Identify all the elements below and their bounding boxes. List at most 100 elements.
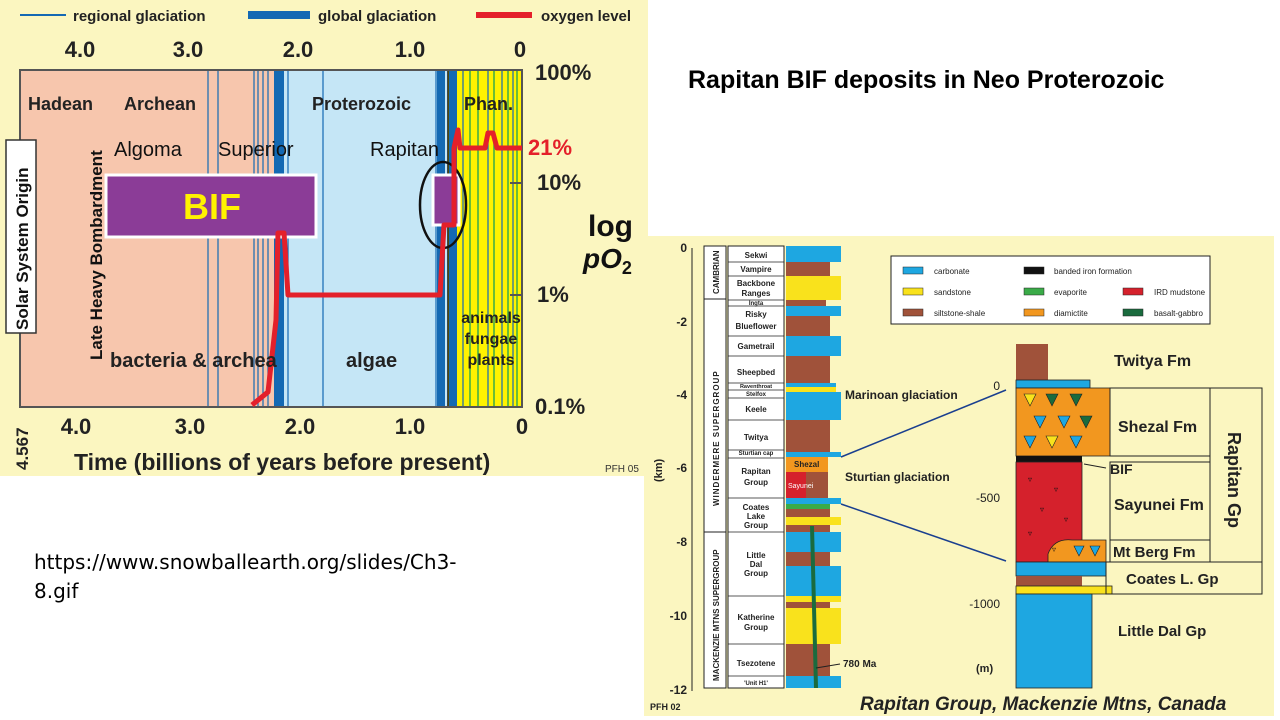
bottom-tick-2: 2.0 xyxy=(285,414,316,439)
svg-text:-1000: -1000 xyxy=(969,597,1000,611)
life-fungae: fungae xyxy=(465,331,518,348)
bottom-tick-4: 4.0 xyxy=(61,414,92,439)
svg-text:-2: -2 xyxy=(676,315,687,329)
fm-twitya: Twitya Fm xyxy=(1114,353,1191,370)
column-sayunei: Sayunei xyxy=(788,483,814,490)
unit-risky: Risky xyxy=(745,310,767,319)
life-animals: animals xyxy=(461,310,521,327)
mtberg-clasts xyxy=(1073,545,1101,557)
fm-bif: BIF xyxy=(1110,461,1133,477)
unit-ingta: Ingta xyxy=(749,301,764,307)
eon-hadean: Hadean xyxy=(28,94,93,114)
legend-regional-label: regional glaciation xyxy=(73,8,206,25)
bottom-axis-ticks: 4.0 3.0 2.0 1.0 0 xyxy=(61,414,528,439)
unit-katherine-2: Group xyxy=(744,623,768,632)
life-bacteria: bacteria & archea xyxy=(110,350,278,372)
current-oxygen-label: 21% xyxy=(528,135,572,160)
svg-text:-8: -8 xyxy=(676,535,687,549)
right-credit: PFH 02 xyxy=(650,702,681,712)
unit-rapitan: Rapitan xyxy=(741,467,770,476)
age-780-label: 780 Ma xyxy=(843,659,877,670)
solar-origin-label: Solar System Origin xyxy=(13,168,32,331)
fm-shezal: Shezal Fm xyxy=(1118,419,1197,436)
detail-unit: (m) xyxy=(976,663,993,675)
svg-text:-10: -10 xyxy=(670,609,688,623)
legend-oxygen-label: oxygen level xyxy=(541,8,631,25)
shezal-clasts xyxy=(1023,393,1093,449)
legend-bif: banded iron formation xyxy=(1054,267,1132,276)
unit-tsezotene: Tsezotene xyxy=(737,659,776,668)
tick-1: 1% xyxy=(537,282,569,307)
bombardment-label: Late Heavy Bombardment xyxy=(87,150,106,360)
svg-text:▿: ▿ xyxy=(1064,515,1068,524)
fm-mtberg: Mt Berg Fm xyxy=(1113,544,1196,561)
unit-raventhroat: Raventhroat xyxy=(740,384,772,390)
source-url[interactable]: https://www.snowballearth.org/slides/Ch3… xyxy=(34,550,457,603)
unit-gametrail: Gametrail xyxy=(738,342,775,351)
unit-rapitan-2: Group xyxy=(744,478,768,487)
svg-text:0: 0 xyxy=(680,241,687,255)
label-rapitan: Rapitan xyxy=(370,139,439,161)
supergroup-mackenzie: MACKENZIE MTNS SUPERGROUP xyxy=(712,549,721,681)
bottom-tick-0: 0 xyxy=(516,414,528,439)
left-credit: PFH 05 xyxy=(605,464,639,475)
legend-global: global glaciation xyxy=(248,8,436,25)
detail-ticks: 0 -500 -1000 xyxy=(969,379,1000,611)
svg-text:▿: ▿ xyxy=(1054,485,1058,494)
life-phanerozoic-labels: animals fungae plants xyxy=(461,310,521,369)
bottom-tick-1: 1.0 xyxy=(395,414,426,439)
column-shezal: Shezal xyxy=(794,460,819,469)
label-algoma: Algoma xyxy=(114,139,183,161)
unit-sekwi: Sekwi xyxy=(745,251,768,260)
axis-log-label: log xyxy=(588,210,633,243)
unit-backbone-2: Ranges xyxy=(742,289,771,298)
unit-little-dal: Little xyxy=(746,551,766,560)
unit-katherine: Katherine xyxy=(738,613,775,622)
unit-little-dal-2: Dal xyxy=(750,560,762,569)
legend-basalt: basalt-gabbro xyxy=(1154,309,1203,318)
marinoan-label: Marinoan glaciation xyxy=(845,388,958,402)
top-tick-1: 1.0 xyxy=(395,37,426,62)
rapitan-gp-label: Rapitan Gp xyxy=(1224,432,1244,528)
svg-text:▿: ▿ xyxy=(1052,545,1056,554)
legend-evaporite: evaporite xyxy=(1054,288,1087,297)
eon-proterozoic: Proterozoic xyxy=(312,94,411,114)
fm-littledal: Little Dal Gp xyxy=(1118,623,1206,640)
legend-oxygen: oxygen level xyxy=(476,8,631,25)
svg-text:-4: -4 xyxy=(676,388,687,402)
legend-carbonate: carbonate xyxy=(934,267,970,276)
bottom-tick-3: 3.0 xyxy=(175,414,206,439)
legend-sandstone: sandstone xyxy=(934,288,971,297)
tick-10: 10% xyxy=(537,170,581,195)
svg-text:0: 0 xyxy=(993,379,1000,393)
unit-blueflower: Blueflower xyxy=(736,322,777,331)
unit-twitya: Twitya xyxy=(744,433,769,442)
eon-archean: Archean xyxy=(124,94,196,114)
unit-coates: Coates xyxy=(743,503,770,512)
oxygen-level-curve xyxy=(250,127,522,407)
phanerozoic-band xyxy=(448,70,522,407)
unit-stelfox: Stelfox xyxy=(746,392,767,398)
legend-regional: regional glaciation xyxy=(20,8,206,25)
solar-origin-box xyxy=(5,139,37,334)
svg-text:▿: ▿ xyxy=(1040,505,1044,514)
svg-text:-6: -6 xyxy=(676,461,687,475)
lithology-column xyxy=(786,246,841,689)
top-tick-2: 2.0 xyxy=(283,37,314,62)
age-start-label: 4.567 xyxy=(13,427,32,470)
top-tick-0: 0 xyxy=(514,37,526,62)
unit-dividers xyxy=(728,261,784,677)
sayunei-dropstones: ▿▿▿ ▿▿▿ xyxy=(1028,475,1068,554)
fm-sayunei: Sayunei Fm xyxy=(1114,497,1204,514)
legend-diamictite: diamictite xyxy=(1054,309,1088,318)
top-tick-3: 3.0 xyxy=(173,37,204,62)
top-tick-4: 4.0 xyxy=(65,37,96,62)
phanerozoic-green-lines xyxy=(469,70,518,407)
unit-backbone: Backbone xyxy=(737,279,776,288)
tick-01: 0.1% xyxy=(535,394,585,419)
formation-frame xyxy=(1105,387,1263,595)
fm-coates: Coates L. Gp xyxy=(1126,571,1219,588)
bif-box-early xyxy=(104,173,318,239)
supergroup-windermere: WINDERMERE SUPERGROUP xyxy=(712,370,721,506)
tick-100: 100% xyxy=(535,60,591,85)
